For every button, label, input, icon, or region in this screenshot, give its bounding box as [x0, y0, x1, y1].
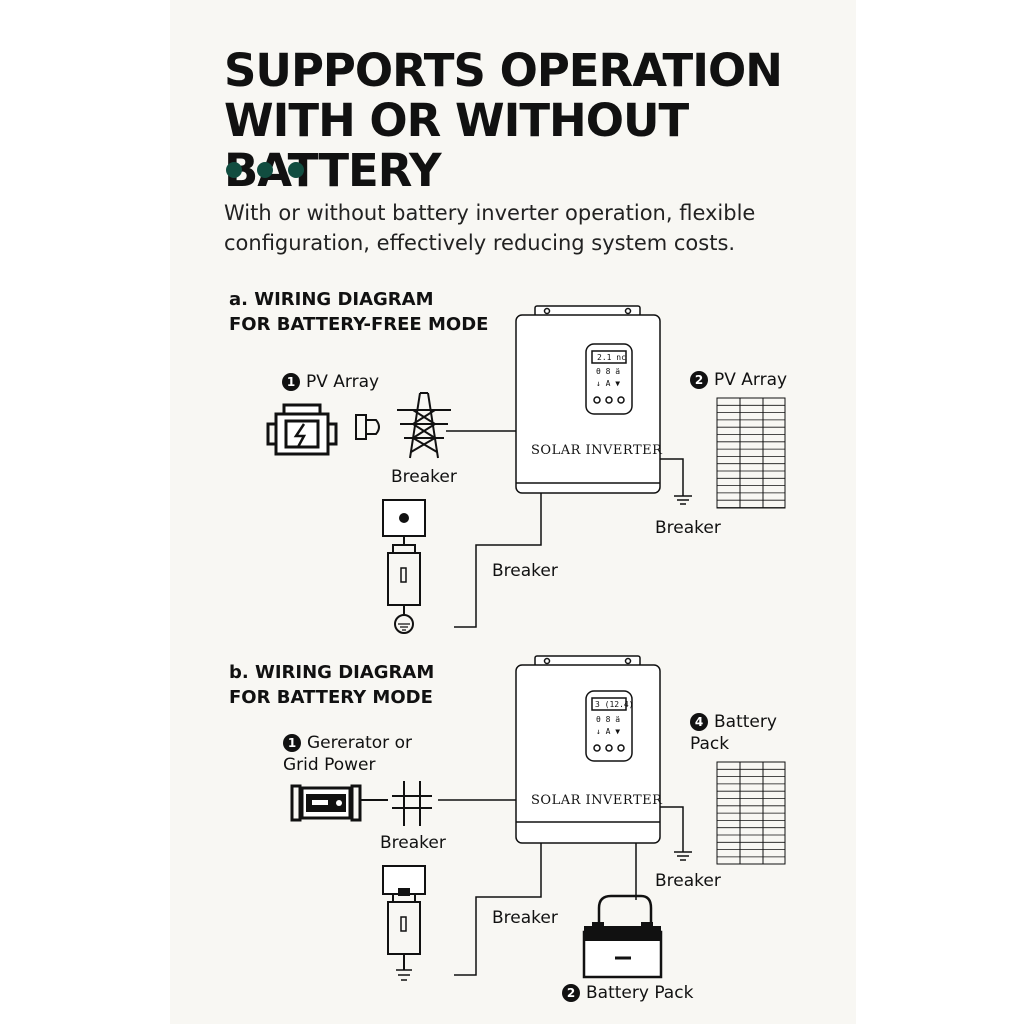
source-label-a: 1 PV Array: [282, 371, 379, 393]
breaker-label-load-b: Breaker: [492, 908, 558, 928]
wire-ground-a: [660, 458, 684, 496]
number-badge: 2: [562, 984, 580, 1002]
number-badge: 4: [690, 713, 708, 731]
solar-inverter-a: [515, 305, 661, 494]
breaker-label-load-a: Breaker: [492, 561, 558, 581]
wire-ground-b: [660, 806, 684, 852]
title-line-2: WITH OR WITHOUT BATTERY: [224, 94, 689, 197]
page-title: SUPPORTS OPERATION WITH OR WITHOUT BATTE…: [224, 46, 844, 196]
poster-background: [170, 0, 856, 1024]
section-a-title: a. WIRING DIAGRAM FOR BATTERY-FREE MODE: [229, 287, 549, 337]
source-device-icon-a: [266, 403, 338, 456]
breaker-label-ground-a: Breaker: [655, 518, 721, 538]
source-label-b-text: Gererator or Grid Power: [283, 733, 412, 775]
car-battery-icon-b: [582, 894, 663, 979]
inverter-screen-line1-b: 3 (12.4): [595, 700, 634, 709]
battery-pack-grid-b: [717, 768, 785, 858]
inverter-screen-line3-a: ↓ A ▼: [596, 379, 620, 388]
decorative-dots: [226, 162, 319, 178]
source-device-icon-b: [290, 784, 362, 822]
solar-inverter-b: [515, 655, 661, 844]
transmission-tower-icon-a: [397, 392, 451, 459]
section-b-title-line2: FOR BATTERY MODE: [229, 687, 433, 708]
meter-device-b: [382, 865, 426, 981]
inverter-screen-line1-a: 2.1 nc: [597, 353, 626, 362]
section-a-title-line1: a. WIRING DIAGRAM: [229, 289, 434, 310]
dot-3: [288, 162, 304, 178]
source-label-a-text: PV Array: [306, 372, 380, 392]
dot-1: [226, 162, 242, 178]
wire-load-b: [454, 843, 542, 976]
pv-panel-grid-a: [717, 404, 785, 508]
number-badge: 1: [283, 734, 301, 752]
inverter-label-b: SOLAR INVERTER: [531, 793, 663, 808]
battery-label-b-text: Battery Pack: [586, 983, 694, 1003]
section-b-title-line1: b. WIRING DIAGRAM: [229, 662, 435, 683]
inverter-label-a: SOLAR INVERTER: [531, 443, 663, 458]
pv-label-a-text: PV Array: [714, 370, 788, 390]
title-line-1: SUPPORTS OPERATION: [224, 44, 783, 97]
pv-label-a: 2 PV Array: [690, 369, 787, 391]
inverter-screen-line2-a: θ 8 ä: [596, 367, 620, 376]
breaker-label-grid-a: Breaker: [391, 467, 457, 487]
number-badge: 2: [690, 371, 708, 389]
meter-device-a: [382, 499, 426, 634]
page-subtitle: With or without battery inverter operati…: [224, 201, 756, 255]
inverter-screen-line3-b: ↓ A ▼: [596, 727, 620, 736]
section-b-title: b. WIRING DIAGRAM FOR BATTERY MODE: [229, 660, 549, 710]
breaker-label-ground-b: Breaker: [655, 871, 721, 891]
pack-label-b-text: Battery Pack: [690, 712, 777, 754]
number-badge: 1: [282, 373, 300, 391]
battery-label-b: 2 Battery Pack: [562, 982, 693, 1004]
wire-load-a: [454, 493, 542, 628]
breaker-switch-icon-b: [392, 781, 432, 826]
section-a-title-line2: FOR BATTERY-FREE MODE: [229, 314, 489, 335]
plug-icon-a: [355, 414, 380, 440]
inverter-screen-line2-b: θ 8 ä: [596, 715, 620, 724]
breaker-label-grid-b: Breaker: [380, 833, 446, 853]
dot-2: [257, 162, 273, 178]
pv-panel-a: [716, 397, 786, 509]
